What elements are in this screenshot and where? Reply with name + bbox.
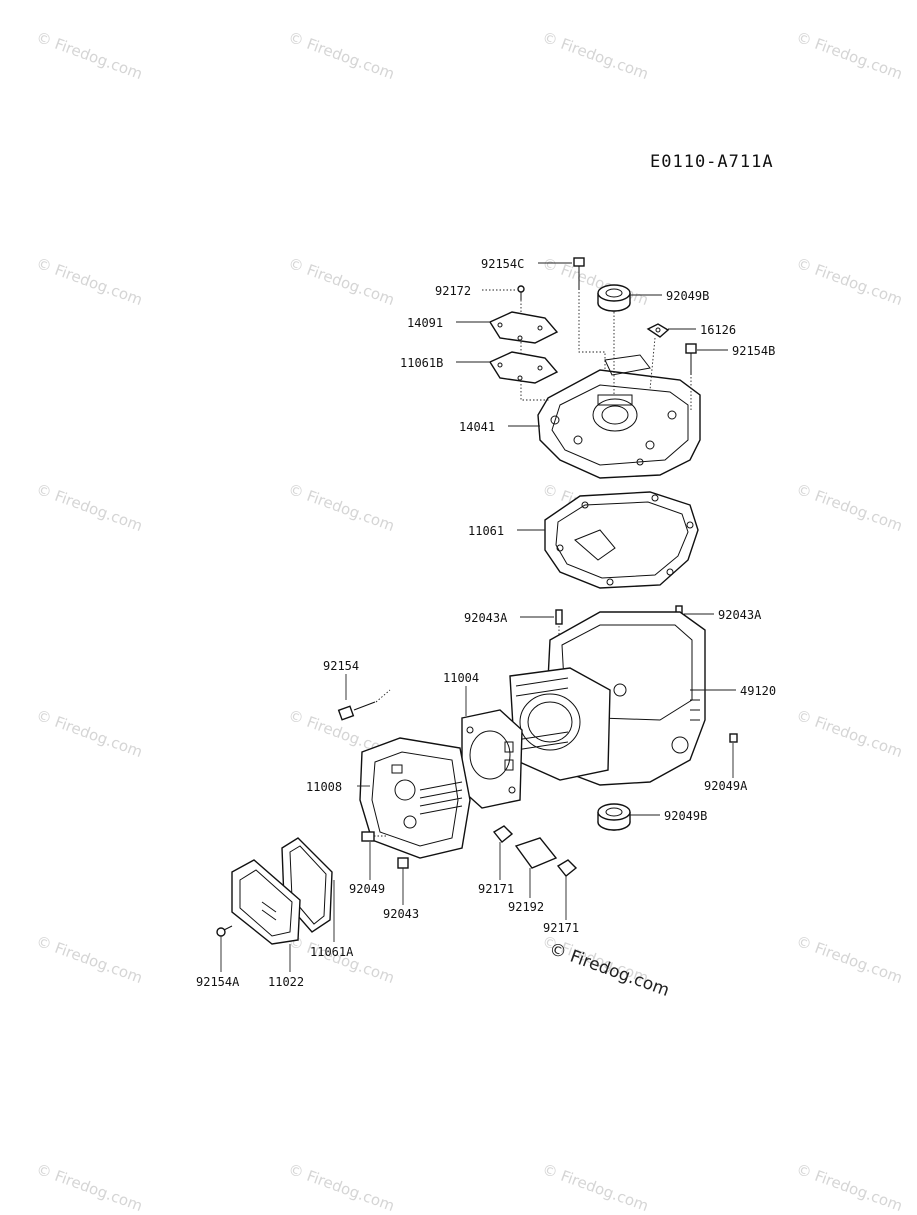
bolt-92154	[337, 689, 391, 721]
diagram-code: E0110-A711A	[650, 152, 774, 172]
label-92171-left: 92171	[478, 882, 514, 896]
oil-seal-92049B-bottom	[597, 803, 631, 831]
label-92154C: 92154C	[481, 257, 524, 271]
dowel-92043	[397, 857, 409, 869]
head-gasket-11004	[461, 709, 523, 809]
label-92049A: 92049A	[704, 779, 748, 793]
label-92043A-right: 92043A	[718, 608, 762, 622]
label-11061A: 11061A	[310, 945, 354, 959]
crankcase-cover-14041	[537, 354, 701, 479]
label-92049: 92049	[349, 882, 385, 896]
label-92171-right: 92171	[543, 921, 579, 935]
label-92043A-left: 92043A	[464, 611, 508, 625]
part-labels: 92154C 92172 92049B 14091 16126 92154B 1…	[196, 257, 776, 989]
part-16126	[646, 323, 670, 391]
label-14041: 14041	[459, 420, 495, 434]
label-92172: 92172	[435, 284, 471, 298]
label-92043: 92043	[383, 907, 419, 921]
label-92154B: 92154B	[732, 344, 775, 358]
label-49120: 49120	[740, 684, 776, 698]
label-11004: 11004	[443, 671, 479, 685]
bolt-92154A	[216, 925, 233, 937]
screw-92172	[517, 285, 550, 401]
label-11061B: 11061B	[400, 356, 443, 370]
label-92154: 92154	[323, 659, 359, 673]
oil-seal-92049B-top	[597, 284, 631, 395]
label-92049B-bottom: 92049B	[664, 809, 707, 823]
plug-92049A	[729, 733, 738, 743]
center-watermark: © Firedog.com	[546, 939, 672, 1001]
leader-lines	[220, 262, 736, 972]
bolt-92154B	[685, 343, 697, 410]
clip-92171-right	[556, 859, 578, 877]
gasket-11061B	[488, 351, 559, 384]
label-11061: 11061	[468, 524, 504, 538]
crankcase-49120	[509, 611, 706, 786]
label-11008: 11008	[306, 780, 342, 794]
label-16126: 16126	[700, 323, 736, 337]
label-14091: 14091	[407, 316, 443, 330]
clip-92171-left	[492, 825, 514, 843]
plate-14091	[488, 311, 559, 344]
label-92192: 92192	[508, 900, 544, 914]
label-92154A: 92154A	[196, 975, 240, 989]
dowel-92043A-left	[555, 609, 563, 645]
valve-cover-11022	[231, 859, 301, 945]
bolt-92154C	[573, 257, 606, 370]
piston-pin-92192	[514, 837, 558, 869]
label-11022: 11022	[268, 975, 304, 989]
cylinder-head-11008	[359, 737, 471, 859]
label-92049B-top: 92049B	[666, 289, 709, 303]
plug-92049	[361, 831, 388, 842]
gasket-11061	[544, 491, 699, 589]
